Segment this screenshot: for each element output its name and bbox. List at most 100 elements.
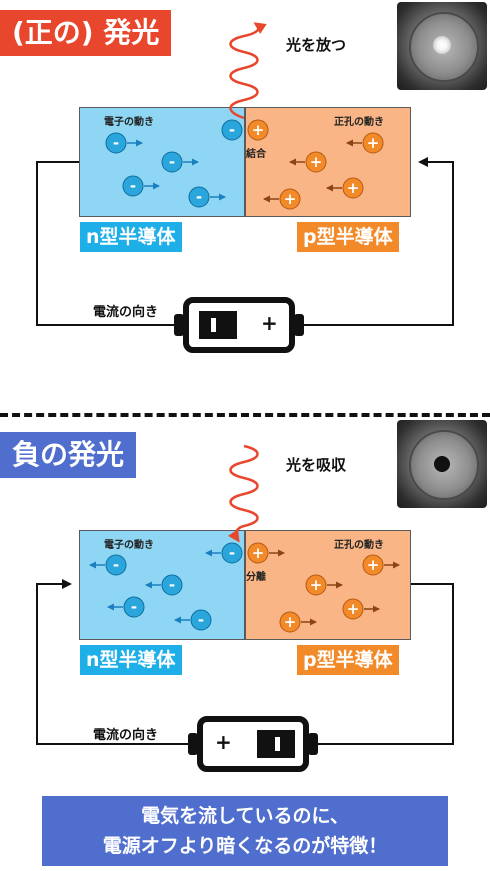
section-separator	[0, 413, 490, 417]
hole-sign: +	[367, 556, 380, 574]
dark-spot	[434, 456, 450, 472]
bottom-current-label: 電流の向き	[93, 728, 159, 743]
electron-circle	[105, 132, 127, 154]
led-disc	[409, 12, 479, 82]
electron-sign: -	[229, 544, 235, 562]
bottom-hole: +	[342, 598, 380, 620]
top-electron: -	[161, 151, 199, 173]
hole-circle	[362, 554, 384, 576]
hole-circle	[305, 151, 327, 173]
electron-circle	[188, 186, 210, 208]
electron-circle	[161, 574, 183, 596]
bottom-hole: +	[305, 574, 343, 596]
bottom-electron: -	[89, 554, 127, 576]
top-hole: +	[289, 151, 327, 173]
top-battery-left-tip	[174, 314, 184, 336]
top-junction-label: 結合	[246, 149, 266, 160]
hole-circle	[247, 542, 269, 564]
bottom-battery-right-tip	[308, 733, 318, 755]
bottom-junction-label: 分離	[246, 572, 266, 583]
electron-sign: -	[113, 134, 119, 152]
hole-circle	[279, 611, 301, 633]
top-light-wave	[229, 22, 267, 120]
hole-circle	[305, 574, 327, 596]
top-battery-right-tip	[294, 314, 304, 336]
top-hole: +	[263, 188, 301, 210]
bottom-wire-left	[36, 579, 188, 745]
electron-circle	[221, 119, 243, 141]
top-current-label: 電流の向き	[93, 305, 159, 320]
electron-circle	[161, 151, 183, 173]
footer-line-1: 電気を流しているのに、	[141, 805, 349, 827]
hole-sign: +	[284, 613, 297, 631]
electron-sign: -	[113, 556, 119, 574]
electron-sign: -	[198, 611, 204, 629]
bright-spot	[433, 36, 451, 54]
bottom-n-label: n型半導体	[80, 645, 182, 675]
top-hole: +	[346, 132, 384, 154]
hole-sign: +	[367, 134, 380, 152]
footer-banner: 電気を流しているのに、 電源オフより暗くなるのが特徴！	[42, 796, 448, 866]
electron-circle	[122, 175, 144, 197]
bottom-wire-right	[318, 583, 454, 745]
electron-circle	[105, 554, 127, 576]
electron-sign: -	[131, 598, 137, 616]
hole-circle	[362, 132, 384, 154]
electron-sign: -	[196, 188, 202, 206]
top-title: (正の) 発光	[0, 10, 172, 56]
bottom-electron-junction: -	[205, 542, 243, 564]
top-electron-junction: -	[221, 119, 243, 141]
bottom-electron: -	[174, 609, 212, 631]
bottom-led-photo	[397, 420, 487, 508]
top-electron: -	[122, 175, 160, 197]
hole-circle	[342, 177, 364, 199]
bottom-title: 負の発光	[0, 432, 137, 478]
top-n-label: n型半導体	[80, 222, 182, 252]
bottom-electron: -	[145, 574, 183, 596]
electron-circle	[190, 609, 212, 631]
bottom-light-label: 光を吸収	[286, 456, 347, 474]
hole-sign: +	[252, 544, 265, 562]
bottom-circuit-wire	[36, 579, 454, 745]
bottom-hole: +	[362, 554, 400, 576]
bottom-light-wave	[228, 444, 259, 543]
hole-circle	[342, 598, 364, 620]
bottom-hole-junction: +	[247, 542, 285, 564]
top-wire-right	[304, 157, 454, 326]
top-circuit-wire	[36, 157, 454, 326]
electron-sign: -	[130, 177, 136, 195]
bottom-electron: -	[107, 596, 145, 618]
bottom-battery: +	[197, 716, 309, 772]
footer-line-2: 電源オフより暗くなるのが特徴！	[102, 835, 388, 857]
hole-sign: +	[310, 576, 323, 594]
top-light-label: 光を放つ	[286, 36, 347, 54]
top-p-label: p型半導体	[297, 222, 399, 252]
hole-sign: +	[284, 190, 297, 208]
hole-sign: +	[252, 121, 265, 139]
top-hole-motion-label: 正孔の動き	[334, 117, 384, 128]
bottom-n-region	[79, 530, 245, 640]
bottom-hole: +	[279, 611, 317, 633]
electron-sign: -	[169, 153, 175, 171]
hole-sign: +	[347, 179, 360, 197]
top-battery-minus-mark	[211, 318, 216, 332]
particles: -----+++++-----+++++	[89, 119, 400, 633]
top-battery-negative-block	[199, 311, 237, 339]
top-wire-left	[36, 161, 174, 326]
top-battery-plus-sign: +	[261, 311, 278, 335]
bottom-p-label: p型半導体	[297, 645, 399, 675]
electron-circle	[221, 542, 243, 564]
electron-sign: -	[229, 121, 235, 139]
top-led-photo	[397, 2, 487, 90]
bottom-battery-plus-sign: +	[215, 730, 232, 754]
hole-circle	[279, 188, 301, 210]
hole-circle	[247, 119, 269, 141]
hole-sign: +	[347, 600, 360, 618]
top-electron-motion-label: 電子の動き	[104, 117, 154, 128]
bottom-battery-minus-mark	[275, 737, 280, 751]
bottom-battery-left-tip	[188, 733, 198, 755]
top-electron: -	[105, 132, 143, 154]
top-hole: +	[326, 177, 364, 199]
electron-circle	[123, 596, 145, 618]
